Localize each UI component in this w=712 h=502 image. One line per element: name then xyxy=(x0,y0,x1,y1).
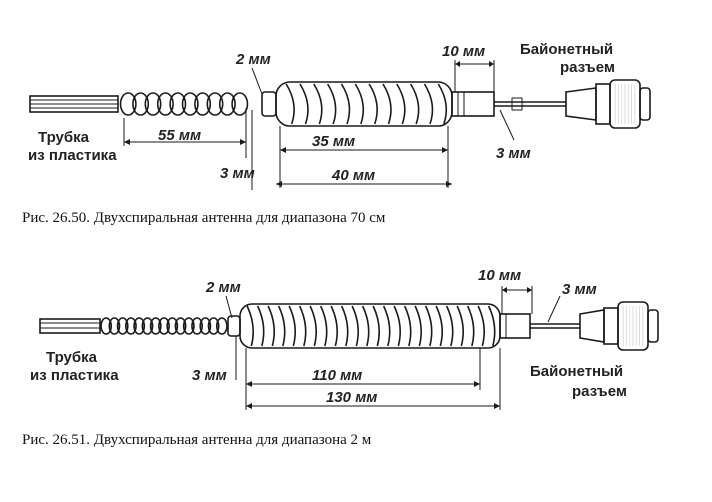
helix-winding-2 xyxy=(246,305,496,347)
connector-label-1-line1: Байонетный xyxy=(520,41,613,58)
tube-label-1-line2: из пластика xyxy=(28,147,117,164)
dim-10mm-label-2: 10 мм xyxy=(478,267,521,284)
tube-label-2-line1: Трубка xyxy=(46,349,98,366)
dim-110mm-label: 110 мм xyxy=(312,367,362,384)
helix-winding-1 xyxy=(285,83,448,125)
dim-2mm-label-1: 2 мм xyxy=(235,51,271,68)
dim-2mm-label-2: 2 мм xyxy=(205,279,241,296)
bayonet-connector-1 xyxy=(494,79,651,129)
coil-former-2 xyxy=(227,303,531,349)
figure-1: 2 мм Трубка из пластика 55 мм 3 мм 35 мм… xyxy=(22,41,651,226)
connector-label-1-line2: разъем xyxy=(560,59,615,76)
knurl-1 xyxy=(614,84,636,124)
wire-coil-1 xyxy=(119,92,249,116)
dimension-lines-2 xyxy=(225,286,561,410)
plastic-tube-2 xyxy=(39,318,101,334)
dimension-lines-1 xyxy=(123,60,515,190)
dim-40mm-label: 40 мм xyxy=(331,167,375,184)
tube-label-2-line2: из пластика xyxy=(30,367,119,384)
tube-label-1-line1: Трубка xyxy=(38,129,90,146)
dim-55mm-label: 55 мм xyxy=(158,127,201,144)
dim-35mm-label: 35 мм xyxy=(312,133,355,150)
connector-label-2-line2: разъем xyxy=(572,383,627,400)
dim-3mm-right-label-2: 3 мм xyxy=(562,281,597,298)
bayonet-connector-2 xyxy=(530,301,659,351)
dim-3mm-right-label-1: 3 мм xyxy=(496,145,531,162)
dim-10mm-label-1: 10 мм xyxy=(442,43,485,60)
caption-figure-2: Рис. 26.51. Двухспиральная антенна для д… xyxy=(22,432,372,448)
dim-3mm-left-label-1: 3 мм xyxy=(220,165,255,182)
connector-label-2-line1: Байонетный xyxy=(530,363,623,380)
dim-3mm-left-label-2: 3 мм xyxy=(192,367,227,384)
coil-former-1 xyxy=(261,81,495,127)
figure-2: 2 мм Трубка из пластика 3 мм 110 мм 130 … xyxy=(22,267,659,448)
wire-coil-2 xyxy=(100,317,228,335)
caption-figure-1: Рис. 26.50. Двухспиральная антенна для д… xyxy=(22,210,386,226)
knurl-2 xyxy=(622,306,644,346)
dim-130mm-label: 130 мм xyxy=(326,389,377,406)
plastic-tube-1 xyxy=(29,95,119,113)
